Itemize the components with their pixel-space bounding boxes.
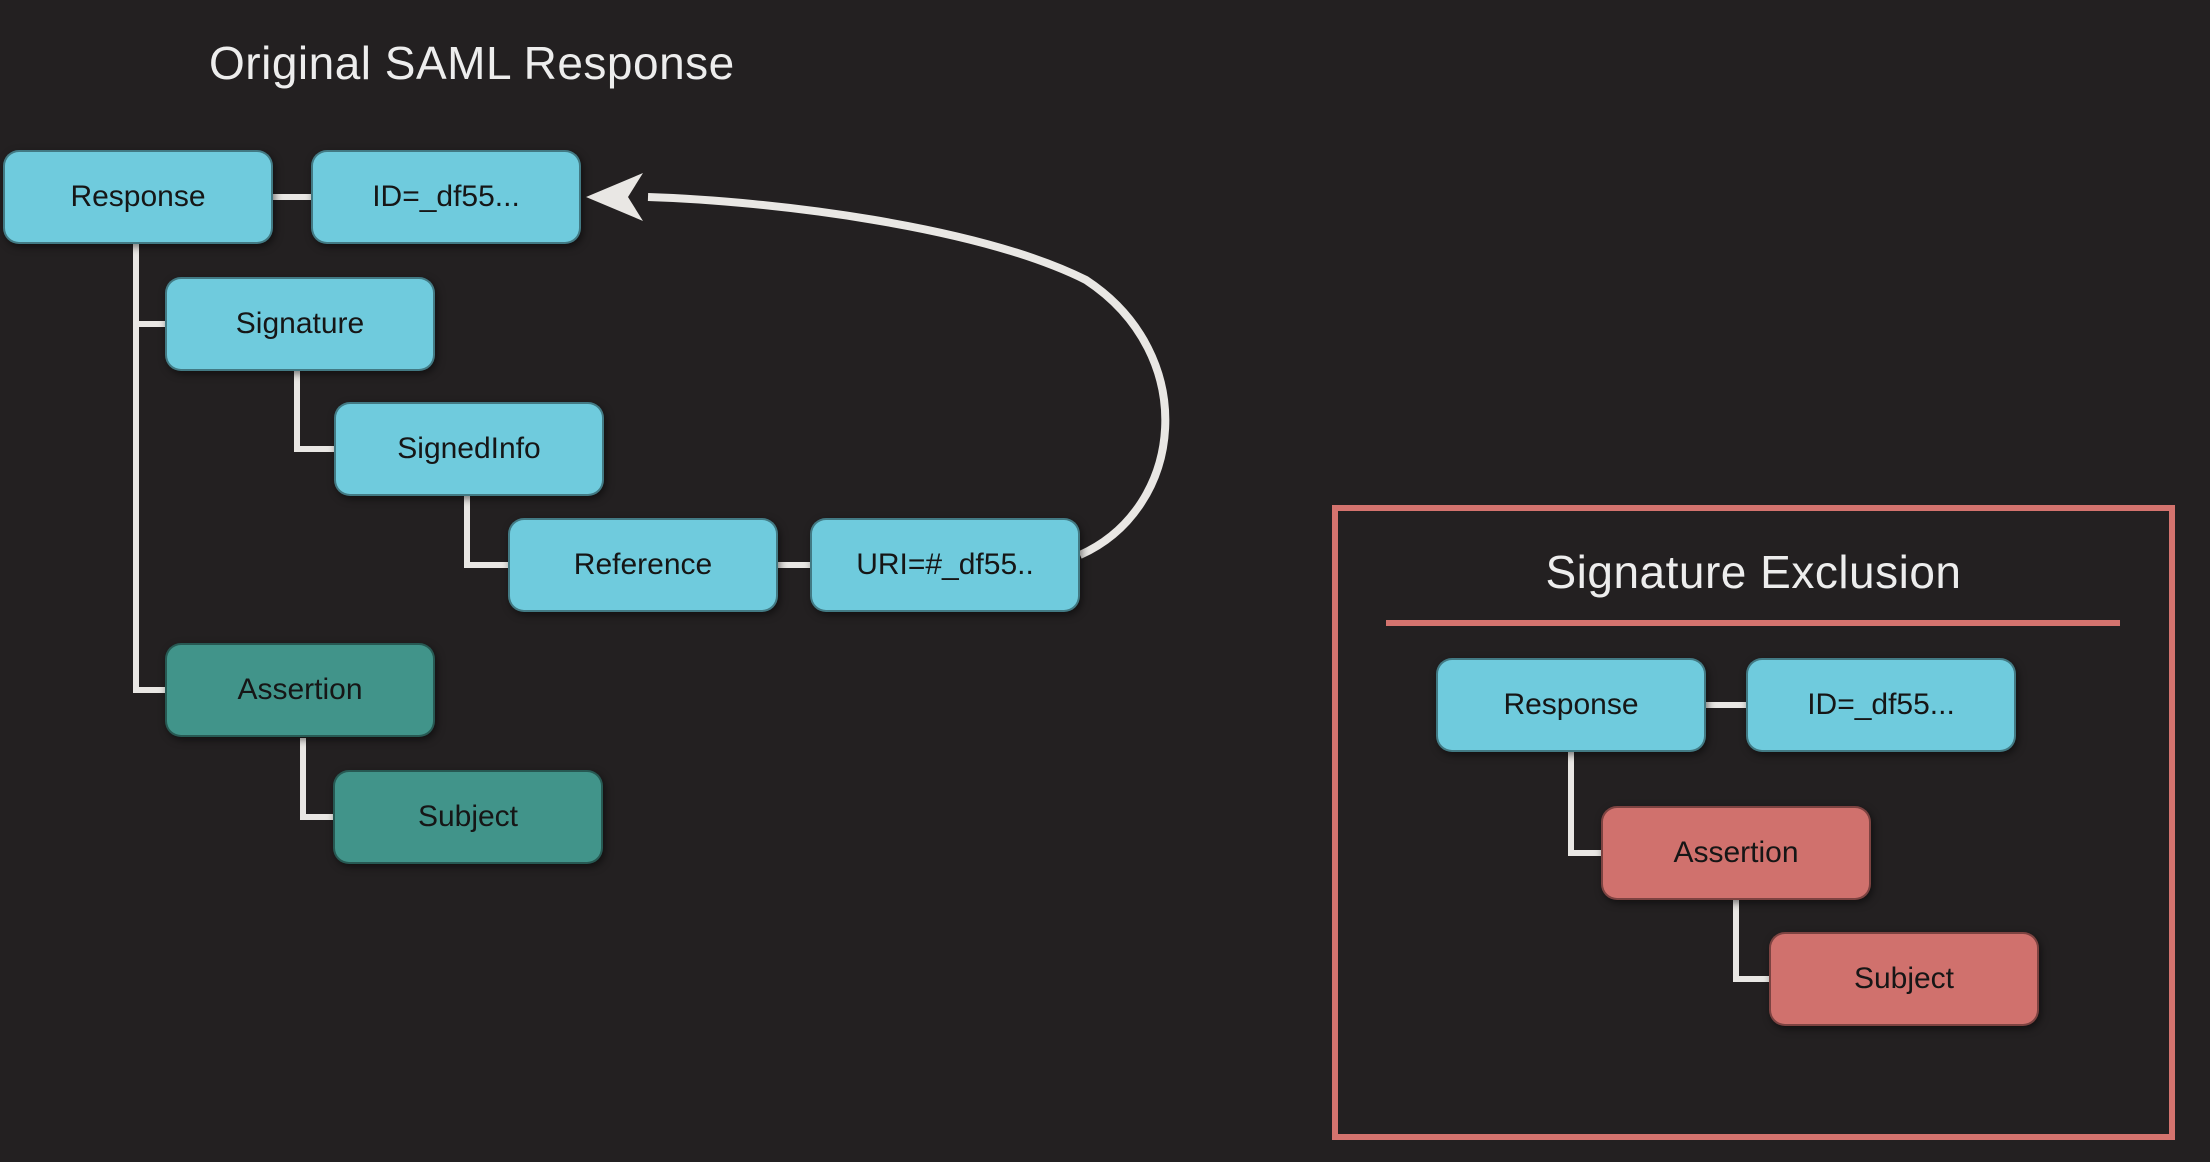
uri-to-id-reference-curve xyxy=(647,193,1170,559)
node-signature: Signature xyxy=(165,277,435,371)
connector-response-assertion-trunk xyxy=(133,244,165,693)
node-subject: Subject xyxy=(333,770,603,864)
arrowhead-icon xyxy=(586,173,643,221)
connector-assertion-subject xyxy=(300,738,333,820)
node-id-attribute: ID=_df55... xyxy=(311,150,581,244)
node-uri-attribute: URI=#_df55.. xyxy=(810,518,1080,612)
node-signedinfo: SignedInfo xyxy=(334,402,604,496)
node-id-attribute-excluded: ID=_df55... xyxy=(1746,658,2016,752)
node-reference: Reference xyxy=(508,518,778,612)
right-panel-title: Signature Exclusion xyxy=(1545,546,1962,598)
connector-signature-signedinfo xyxy=(294,371,334,452)
node-assertion: Assertion xyxy=(165,643,435,737)
connector-signedinfo-reference xyxy=(464,496,508,568)
right-panel-title-underline xyxy=(1386,620,2120,626)
node-response-excluded: Response xyxy=(1436,658,1706,752)
left-diagram-title: Original SAML Response xyxy=(209,37,735,89)
node-subject-excluded: Subject xyxy=(1769,932,2039,1026)
node-response: Response xyxy=(3,150,273,244)
node-assertion-excluded: Assertion xyxy=(1601,806,1871,900)
signature-exclusion-panel xyxy=(1332,505,2175,1140)
